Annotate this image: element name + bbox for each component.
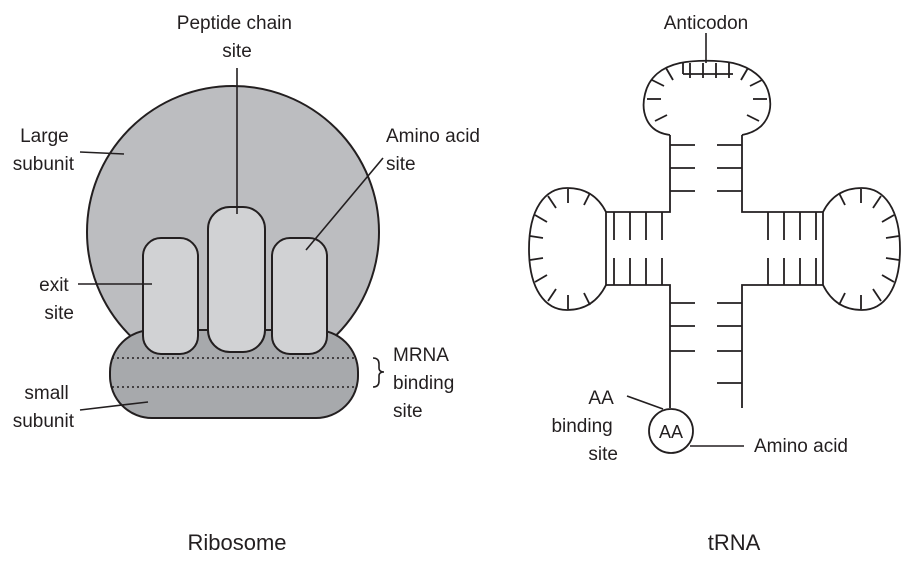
amino-acid-site-shape — [271, 237, 328, 355]
peptide-chain-label: Peptide chain site — [177, 13, 297, 62]
aa-binding-site-label: AA binding site — [551, 388, 618, 465]
left-loop — [528, 187, 607, 311]
acceptor-stem-bases — [670, 302, 742, 384]
exit-site-label: exit site — [39, 275, 74, 324]
aa-binding-leader — [626, 395, 664, 410]
anticodon-label: Anticodon — [664, 13, 749, 34]
right-stem-bases — [767, 212, 817, 285]
left-stem-bases — [613, 212, 663, 285]
right-loop — [822, 187, 901, 311]
large-subunit-label: Large subunit — [13, 126, 75, 175]
amino-acid-label: Amino acid — [754, 436, 848, 457]
ribosome-caption: Ribosome — [187, 530, 286, 555]
trna: AA Anticodon AA binding site Amino acid … — [528, 13, 901, 555]
ribosome: Peptide chain site Large subunit Amino a… — [13, 13, 485, 555]
small-subunit-label: small subunit — [13, 383, 75, 432]
anticodon-loop-bases — [647, 67, 767, 122]
exit-site-shape — [142, 237, 199, 355]
mrna-binding-site-label: MRNA binding site — [393, 345, 460, 422]
large-subunit-leader — [79, 151, 125, 155]
anticodon-bases — [682, 63, 733, 78]
trna-caption: tRNA — [708, 530, 761, 555]
peptide-chain-site-shape — [207, 206, 266, 353]
aa-circle — [648, 408, 694, 454]
small-subunit-leader — [79, 401, 149, 411]
anticodon-stem-bases — [670, 144, 742, 192]
aa-circle-label: AA — [659, 422, 683, 442]
anticodon-loop — [642, 59, 772, 136]
left-loop-bases — [529, 189, 591, 309]
amino-acid-leader — [305, 157, 384, 251]
trna-right-strand — [741, 135, 824, 408]
amino-acid-site-label: Amino acid site — [386, 126, 485, 175]
right-loop-bases — [838, 189, 900, 309]
trna-left-strand — [605, 135, 671, 408]
mrna-brace — [372, 357, 385, 388]
